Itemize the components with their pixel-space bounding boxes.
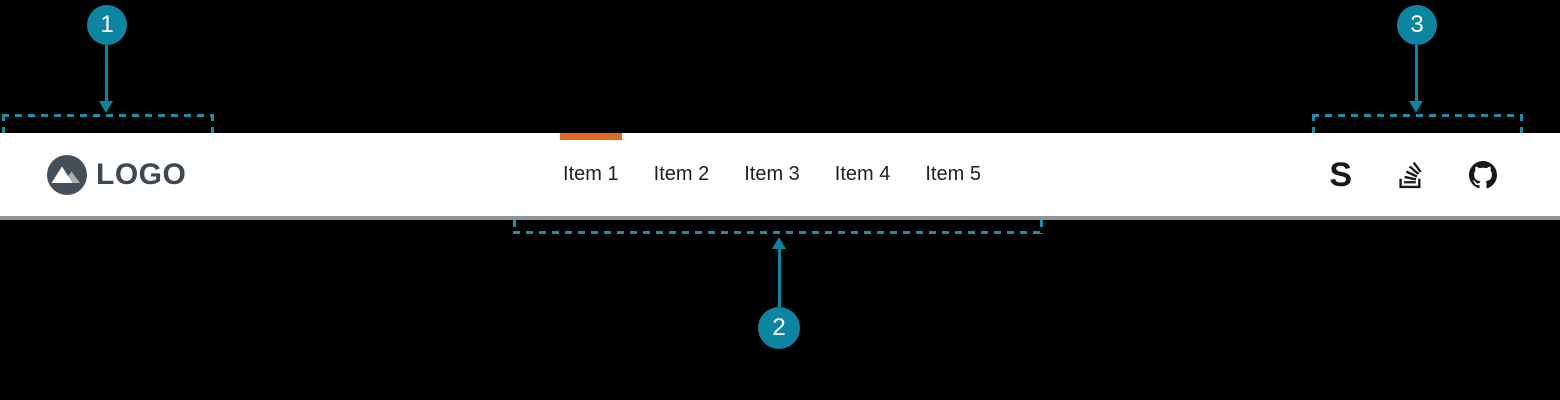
social-region-outline-top	[1312, 114, 1523, 117]
nav-item-label: Item 1	[563, 163, 619, 185]
nav-item-label: Item 4	[834, 163, 891, 185]
nav-menu: Item 1 Item 2 Item 3 Item 4 Item 5	[560, 133, 981, 216]
callout-1-marker: 1	[87, 5, 127, 45]
logo[interactable]: LOGO	[47, 133, 186, 216]
github-icon[interactable]	[1469, 160, 1497, 189]
mountain-logo-icon	[47, 154, 87, 195]
logo-text: LOGO	[96, 157, 187, 191]
logo-region-outline-top	[2, 114, 214, 117]
nav-item-label: Item 5	[925, 163, 981, 185]
callout-2-arrow	[778, 248, 781, 308]
callout-1-number: 1	[100, 11, 114, 38]
nav-item-3[interactable]: Item 3	[744, 133, 800, 216]
callout-3-number: 3	[1410, 11, 1424, 38]
menu-region-outline-right	[1040, 220, 1043, 234]
menu-region-outline-bottom	[513, 231, 1043, 234]
nav-item-4[interactable]: Item 4	[835, 133, 891, 216]
social-region-outline-left	[1312, 114, 1315, 133]
logo-region-outline-left	[2, 114, 5, 133]
stack-exchange-s-icon[interactable]: S	[1329, 155, 1352, 194]
callout-2-marker: 2	[758, 307, 800, 349]
callout-1-arrow	[105, 45, 108, 102]
social-region-outline-right	[1520, 114, 1523, 133]
nav-item-5[interactable]: Item 5	[925, 133, 981, 216]
stack-overflow-icon[interactable]	[1399, 160, 1422, 190]
callout-2-number: 2	[772, 314, 786, 341]
callout-2-arrowhead	[772, 237, 786, 249]
callout-3-arrowhead	[1409, 101, 1423, 113]
navbar: LOGO Item 1 Item 2 Item 3 Item 4 Item 5 …	[0, 133, 1560, 220]
callout-3-arrow	[1415, 45, 1418, 102]
nav-item-label: Item 2	[653, 163, 710, 185]
active-tab-indicator	[560, 133, 622, 140]
callout-1-arrowhead	[99, 101, 113, 113]
nav-item-label: Item 3	[744, 163, 800, 185]
callout-3-marker: 3	[1397, 5, 1437, 45]
menu-region-outline-left	[513, 220, 516, 234]
social-icons: S	[1329, 133, 1497, 216]
nav-item-2[interactable]: Item 2	[654, 133, 710, 216]
logo-region-outline-right	[211, 114, 214, 133]
nav-item-1[interactable]: Item 1	[560, 133, 622, 216]
